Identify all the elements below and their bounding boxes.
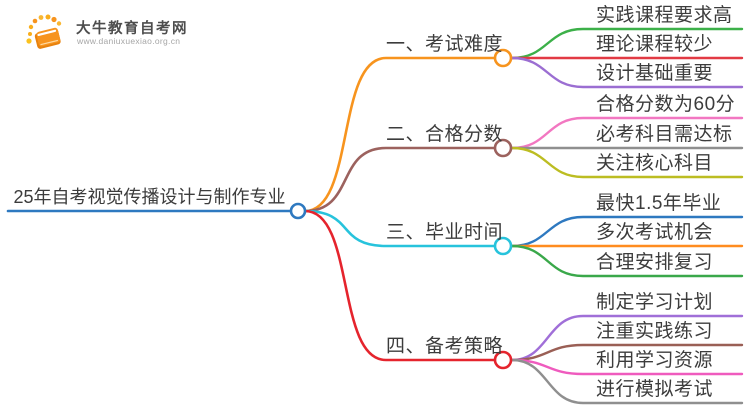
branch-1-leaf-3-label[interactable]: 设计基础重要: [596, 63, 714, 84]
branch-3-label[interactable]: 三、毕业时间: [386, 222, 504, 243]
branch-4-leaf-4-label[interactable]: 进行模拟考试: [596, 379, 714, 400]
branch-1-leaf-2-label[interactable]: 理论课程较少: [596, 34, 714, 55]
edge-branch-3-to-leaf-3: [510, 244, 744, 278]
branch-2-leaf-3-label[interactable]: 关注核心科目: [596, 153, 714, 174]
edge-branch-2-to-leaf-3: [510, 146, 744, 179]
edge-root-to-branch-1: [303, 56, 496, 213]
branch-3-leaf-2-label[interactable]: 多次考试机会: [596, 222, 714, 243]
branch-4-leaf-1-label[interactable]: 制定学习计划: [596, 292, 714, 313]
branch-1-label[interactable]: 一、考试难度: [386, 34, 504, 55]
edge-branch-3-to-leaf-1: [510, 215, 744, 248]
edge-branch-2-to-leaf-1: [510, 116, 744, 150]
logo-site-url[interactable]: www.daniuxuexiao.org.cn: [77, 36, 181, 46]
edge-branch-1-to-leaf-1: [510, 27, 744, 60]
edge-branch-1-to-leaf-3: [510, 56, 744, 89]
branch-4-node-circle[interactable]: [493, 350, 513, 370]
edge-branch-4-to-leaf-1: [510, 314, 744, 362]
branch-2-node-circle[interactable]: [493, 138, 513, 158]
branch-3-node-circle[interactable]: [493, 236, 513, 256]
root-node-circle[interactable]: [289, 202, 307, 220]
branch-2-leaf-1-label[interactable]: 合格分数为60分: [596, 94, 736, 115]
branch-2-leaf-2-label[interactable]: 必考科目需达标: [596, 124, 733, 145]
edge-root-to-branch-3: [303, 209, 496, 248]
edge-branch-4-to-leaf-4: [510, 358, 744, 405]
edge-root-to-branch-4: [303, 209, 496, 362]
root-node-label[interactable]: 25年自考视觉传播设计与制作专业: [13, 187, 286, 207]
branch-4-leaf-2-label[interactable]: 注重实践练习: [596, 321, 714, 342]
book-icon: [26, 14, 62, 49]
site-logo[interactable]: 大牛教育自考网 www.daniuxuexiao.org.cn: [26, 12, 246, 56]
branch-1-node-circle[interactable]: [493, 48, 513, 68]
branch-2-label[interactable]: 二、合格分数: [386, 124, 504, 145]
logo-site-name[interactable]: 大牛教育自考网: [76, 21, 188, 37]
branch-1-leaf-1-label[interactable]: 实践课程要求高: [596, 5, 733, 26]
branch-3-leaf-1-label[interactable]: 最快1.5年毕业: [596, 193, 722, 214]
branch-3-leaf-3-label[interactable]: 合理安排复习: [596, 252, 714, 273]
edge-root-to-branch-2: [303, 146, 496, 213]
branch-4-leaf-3-label[interactable]: 利用学习资源: [596, 350, 714, 371]
branch-4-label[interactable]: 四、备考策略: [386, 336, 504, 357]
